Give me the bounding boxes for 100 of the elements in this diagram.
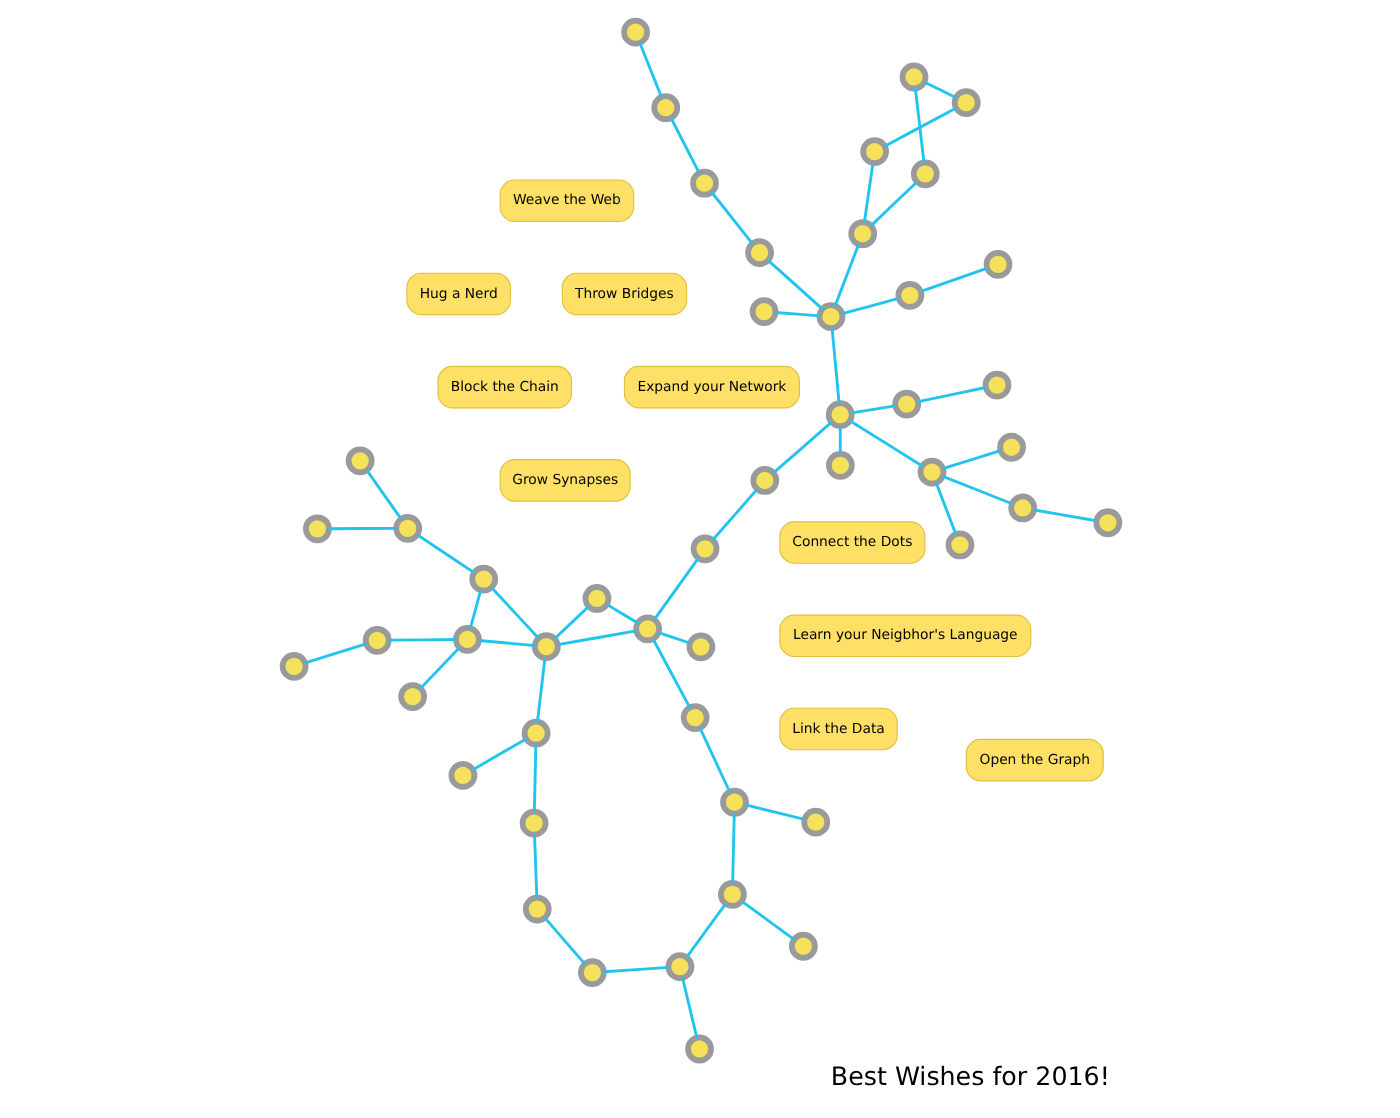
node-circle	[361, 625, 391, 655]
node-circle	[859, 137, 888, 166]
node-circle	[800, 807, 830, 837]
connector	[829, 328, 840, 404]
node-circle	[685, 632, 715, 662]
connector	[535, 658, 546, 722]
connector	[542, 916, 585, 965]
node-circle	[749, 466, 779, 495]
connector	[684, 903, 726, 959]
connector	[418, 646, 460, 690]
node-circle	[847, 219, 877, 249]
node-circle	[824, 400, 854, 430]
node-circle	[825, 450, 854, 480]
node-circle	[689, 534, 719, 564]
node-circle	[981, 370, 1011, 400]
connector	[605, 603, 638, 625]
connector	[303, 642, 366, 665]
connector	[468, 590, 481, 629]
node-circle	[518, 808, 548, 838]
caption: Best Wishes for 2016!	[829, 1061, 1109, 1092]
connector	[603, 966, 668, 974]
connector	[832, 244, 859, 307]
connector	[740, 900, 794, 941]
connector	[657, 631, 690, 645]
connector	[942, 449, 1000, 470]
connector	[327, 526, 395, 531]
node-circle	[982, 249, 1012, 279]
node-circle	[664, 952, 694, 981]
node-circle	[520, 718, 550, 748]
node-circle	[909, 159, 939, 189]
connector	[1033, 508, 1096, 523]
node-circle	[392, 513, 422, 543]
connector	[651, 638, 690, 709]
connector	[861, 163, 874, 223]
connector	[478, 639, 534, 648]
connector	[709, 191, 753, 245]
node-circle	[650, 93, 680, 123]
node-circle	[944, 530, 974, 560]
connector	[552, 605, 589, 640]
node-circle	[521, 894, 551, 924]
connector	[532, 834, 538, 898]
connector	[850, 404, 895, 415]
connector	[744, 803, 804, 821]
connector	[637, 42, 662, 98]
connector	[652, 557, 699, 621]
node-circle	[717, 880, 746, 909]
node-circle	[744, 238, 773, 268]
node-circle	[530, 632, 560, 662]
connector	[848, 419, 922, 468]
node-circle	[788, 931, 817, 961]
node-circle	[898, 62, 928, 92]
connector	[668, 117, 700, 174]
connector	[883, 106, 956, 148]
connector	[680, 977, 698, 1038]
connector	[869, 181, 917, 227]
connector	[919, 266, 987, 293]
connector	[730, 813, 735, 883]
connector	[933, 482, 957, 535]
connector	[916, 386, 985, 404]
connector	[531, 745, 537, 812]
node-circle	[278, 652, 308, 681]
connector	[697, 727, 730, 793]
connector	[471, 737, 526, 771]
node-circle	[891, 389, 921, 419]
node-circle	[894, 280, 924, 310]
connector	[837, 426, 841, 454]
node-circle	[689, 168, 718, 198]
node-circle	[468, 564, 498, 594]
node-circle	[632, 614, 661, 644]
connector	[922, 80, 956, 99]
node-circle	[996, 432, 1025, 462]
node-circle	[1092, 508, 1122, 538]
connector	[840, 297, 898, 316]
node-circle	[344, 446, 374, 476]
node-circle	[1007, 493, 1037, 523]
node-circle	[302, 514, 331, 544]
connector	[774, 311, 819, 318]
connector	[415, 533, 474, 574]
node-circle	[679, 703, 709, 732]
connector	[912, 88, 925, 163]
node-circle	[719, 787, 748, 817]
connector	[710, 488, 758, 541]
node-circle	[684, 1034, 713, 1064]
connector	[387, 638, 455, 642]
node-circle	[581, 584, 611, 613]
connector	[771, 421, 832, 474]
connector	[556, 629, 636, 647]
node-circle	[577, 958, 606, 987]
connector	[941, 475, 1012, 506]
connector	[766, 259, 823, 310]
connector	[489, 586, 539, 640]
node-circle	[620, 17, 649, 47]
node-circle	[748, 297, 778, 326]
node-circle	[815, 302, 845, 332]
node-circle	[950, 88, 980, 118]
connector	[364, 469, 401, 520]
node-circle	[397, 682, 427, 711]
node-circle	[447, 761, 477, 790]
node-circle	[452, 625, 481, 654]
node-circle	[916, 457, 946, 487]
